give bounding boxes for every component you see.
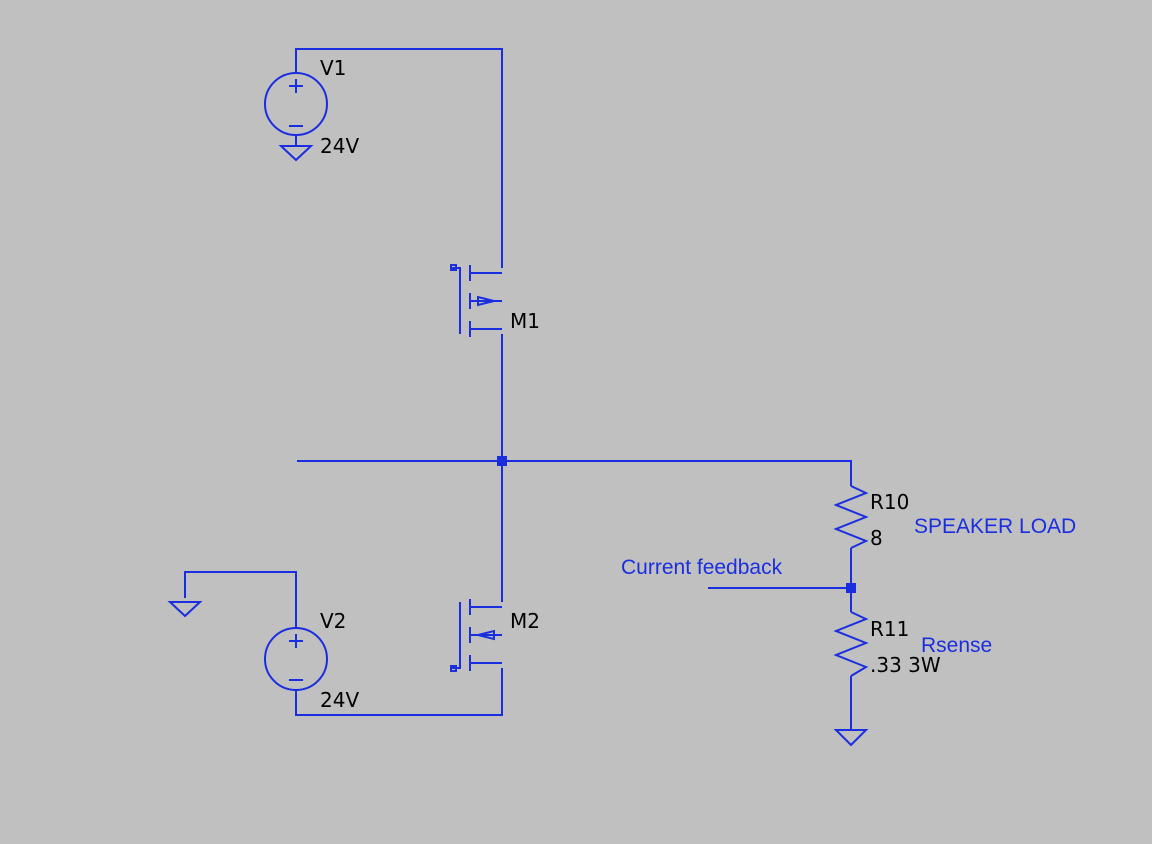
ground-symbol-r11 xyxy=(833,729,869,747)
r11-name-label: R11 xyxy=(870,617,909,641)
m1-name-label: M1 xyxy=(510,309,540,333)
voltage-source-v1[interactable] xyxy=(264,72,328,162)
resistor-r11[interactable] xyxy=(833,593,869,677)
mosfet-m2[interactable] xyxy=(450,599,502,672)
m2-name-label: M2 xyxy=(510,609,540,633)
voltage-source-v2[interactable] xyxy=(264,627,328,691)
resistor-r10[interactable] xyxy=(833,485,869,549)
wires xyxy=(184,48,852,730)
wire-ground-to-v2[interactable] xyxy=(184,571,297,628)
r10-value-label: 8 xyxy=(870,526,883,550)
rsense-label: Rsense xyxy=(921,634,992,657)
r10-name-label: R10 xyxy=(870,490,909,514)
v2-value-label: 24V xyxy=(320,688,359,712)
ground-symbol xyxy=(278,145,314,162)
speaker-load-label: SPEAKER LOAD xyxy=(914,515,1076,538)
current-feedback-label: Current feedback xyxy=(621,556,783,579)
v1-value-label: 24V xyxy=(320,134,359,158)
r11-value-label: .33 3W xyxy=(870,653,941,677)
junction-sense-node xyxy=(846,583,856,593)
wire-output-to-r10[interactable] xyxy=(502,460,852,486)
junction-output-node xyxy=(497,456,507,466)
wire-v1-to-m1-drain[interactable] xyxy=(295,48,503,268)
ground-symbol-v2 xyxy=(167,601,203,618)
wire-v2-to-m2-drain[interactable] xyxy=(295,668,503,716)
v2-name-label: V2 xyxy=(320,609,346,633)
mosfet-m1[interactable] xyxy=(450,264,502,337)
v1-name-label: V1 xyxy=(320,56,346,80)
